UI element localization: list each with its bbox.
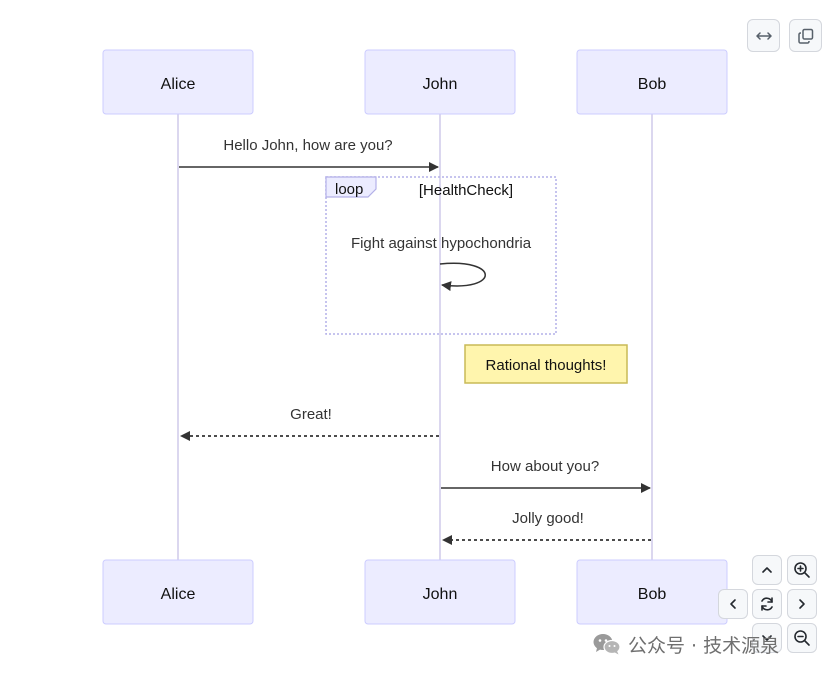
- actor-label: John: [423, 586, 458, 603]
- pan-left-button[interactable]: [718, 589, 748, 619]
- fit-width-button[interactable]: [747, 19, 780, 52]
- arrows-horizontal-icon: [755, 31, 772, 40]
- note-text: Rational thoughts!: [486, 357, 607, 374]
- actor-box-top-alice: Alice: [102, 49, 254, 115]
- chevron-down-icon: [762, 635, 772, 641]
- self-message-arrow-john: [439, 262, 486, 292]
- loop-label: loop: [335, 181, 363, 198]
- zoom-in-button[interactable]: [787, 555, 817, 585]
- pan-down-button[interactable]: [752, 623, 782, 653]
- pan-up-button[interactable]: [752, 555, 782, 585]
- chevron-up-icon: [762, 567, 772, 573]
- refresh-icon: [761, 597, 773, 611]
- pan-right-button[interactable]: [787, 589, 817, 619]
- note-box: Rational thoughts!: [464, 344, 628, 384]
- message-label: Fight against hypochondria: [351, 235, 532, 252]
- message-label: Jolly good!: [512, 510, 584, 527]
- copy-button[interactable]: [789, 19, 822, 52]
- actor-label: Alice: [161, 76, 196, 93]
- message-label: How about you?: [491, 458, 599, 475]
- watermark-text: 公众号 · 技术源泉: [628, 634, 780, 657]
- zoom-out-button[interactable]: [787, 623, 817, 653]
- chevron-right-icon: [799, 599, 805, 609]
- actor-box-top-john: John: [364, 49, 516, 115]
- chevron-left-icon: [730, 599, 736, 609]
- reset-button[interactable]: [752, 589, 782, 619]
- copy-icon: [797, 28, 813, 44]
- zoom-in-icon: [794, 562, 810, 578]
- actor-label: Bob: [638, 76, 667, 93]
- loop-block: loop [HealthCheck]: [325, 176, 557, 335]
- actor-box-top-bob: Bob: [576, 49, 728, 115]
- actor-label: Bob: [638, 586, 667, 603]
- actor-box-bottom-alice: Alice: [102, 559, 254, 625]
- zoom-out-icon: [794, 630, 810, 646]
- actor-box-bottom-bob: Bob: [576, 559, 728, 625]
- watermark: 公众号 · 技术源泉: [592, 630, 779, 658]
- actor-label: Alice: [161, 586, 196, 603]
- actor-box-bottom-john: John: [364, 559, 516, 625]
- loop-condition: [HealthCheck]: [419, 182, 513, 199]
- actor-label: John: [423, 76, 458, 93]
- message-label: Hello John, how are you?: [223, 137, 392, 154]
- wechat-icon: [593, 634, 621, 655]
- message-label: Great!: [290, 406, 332, 423]
